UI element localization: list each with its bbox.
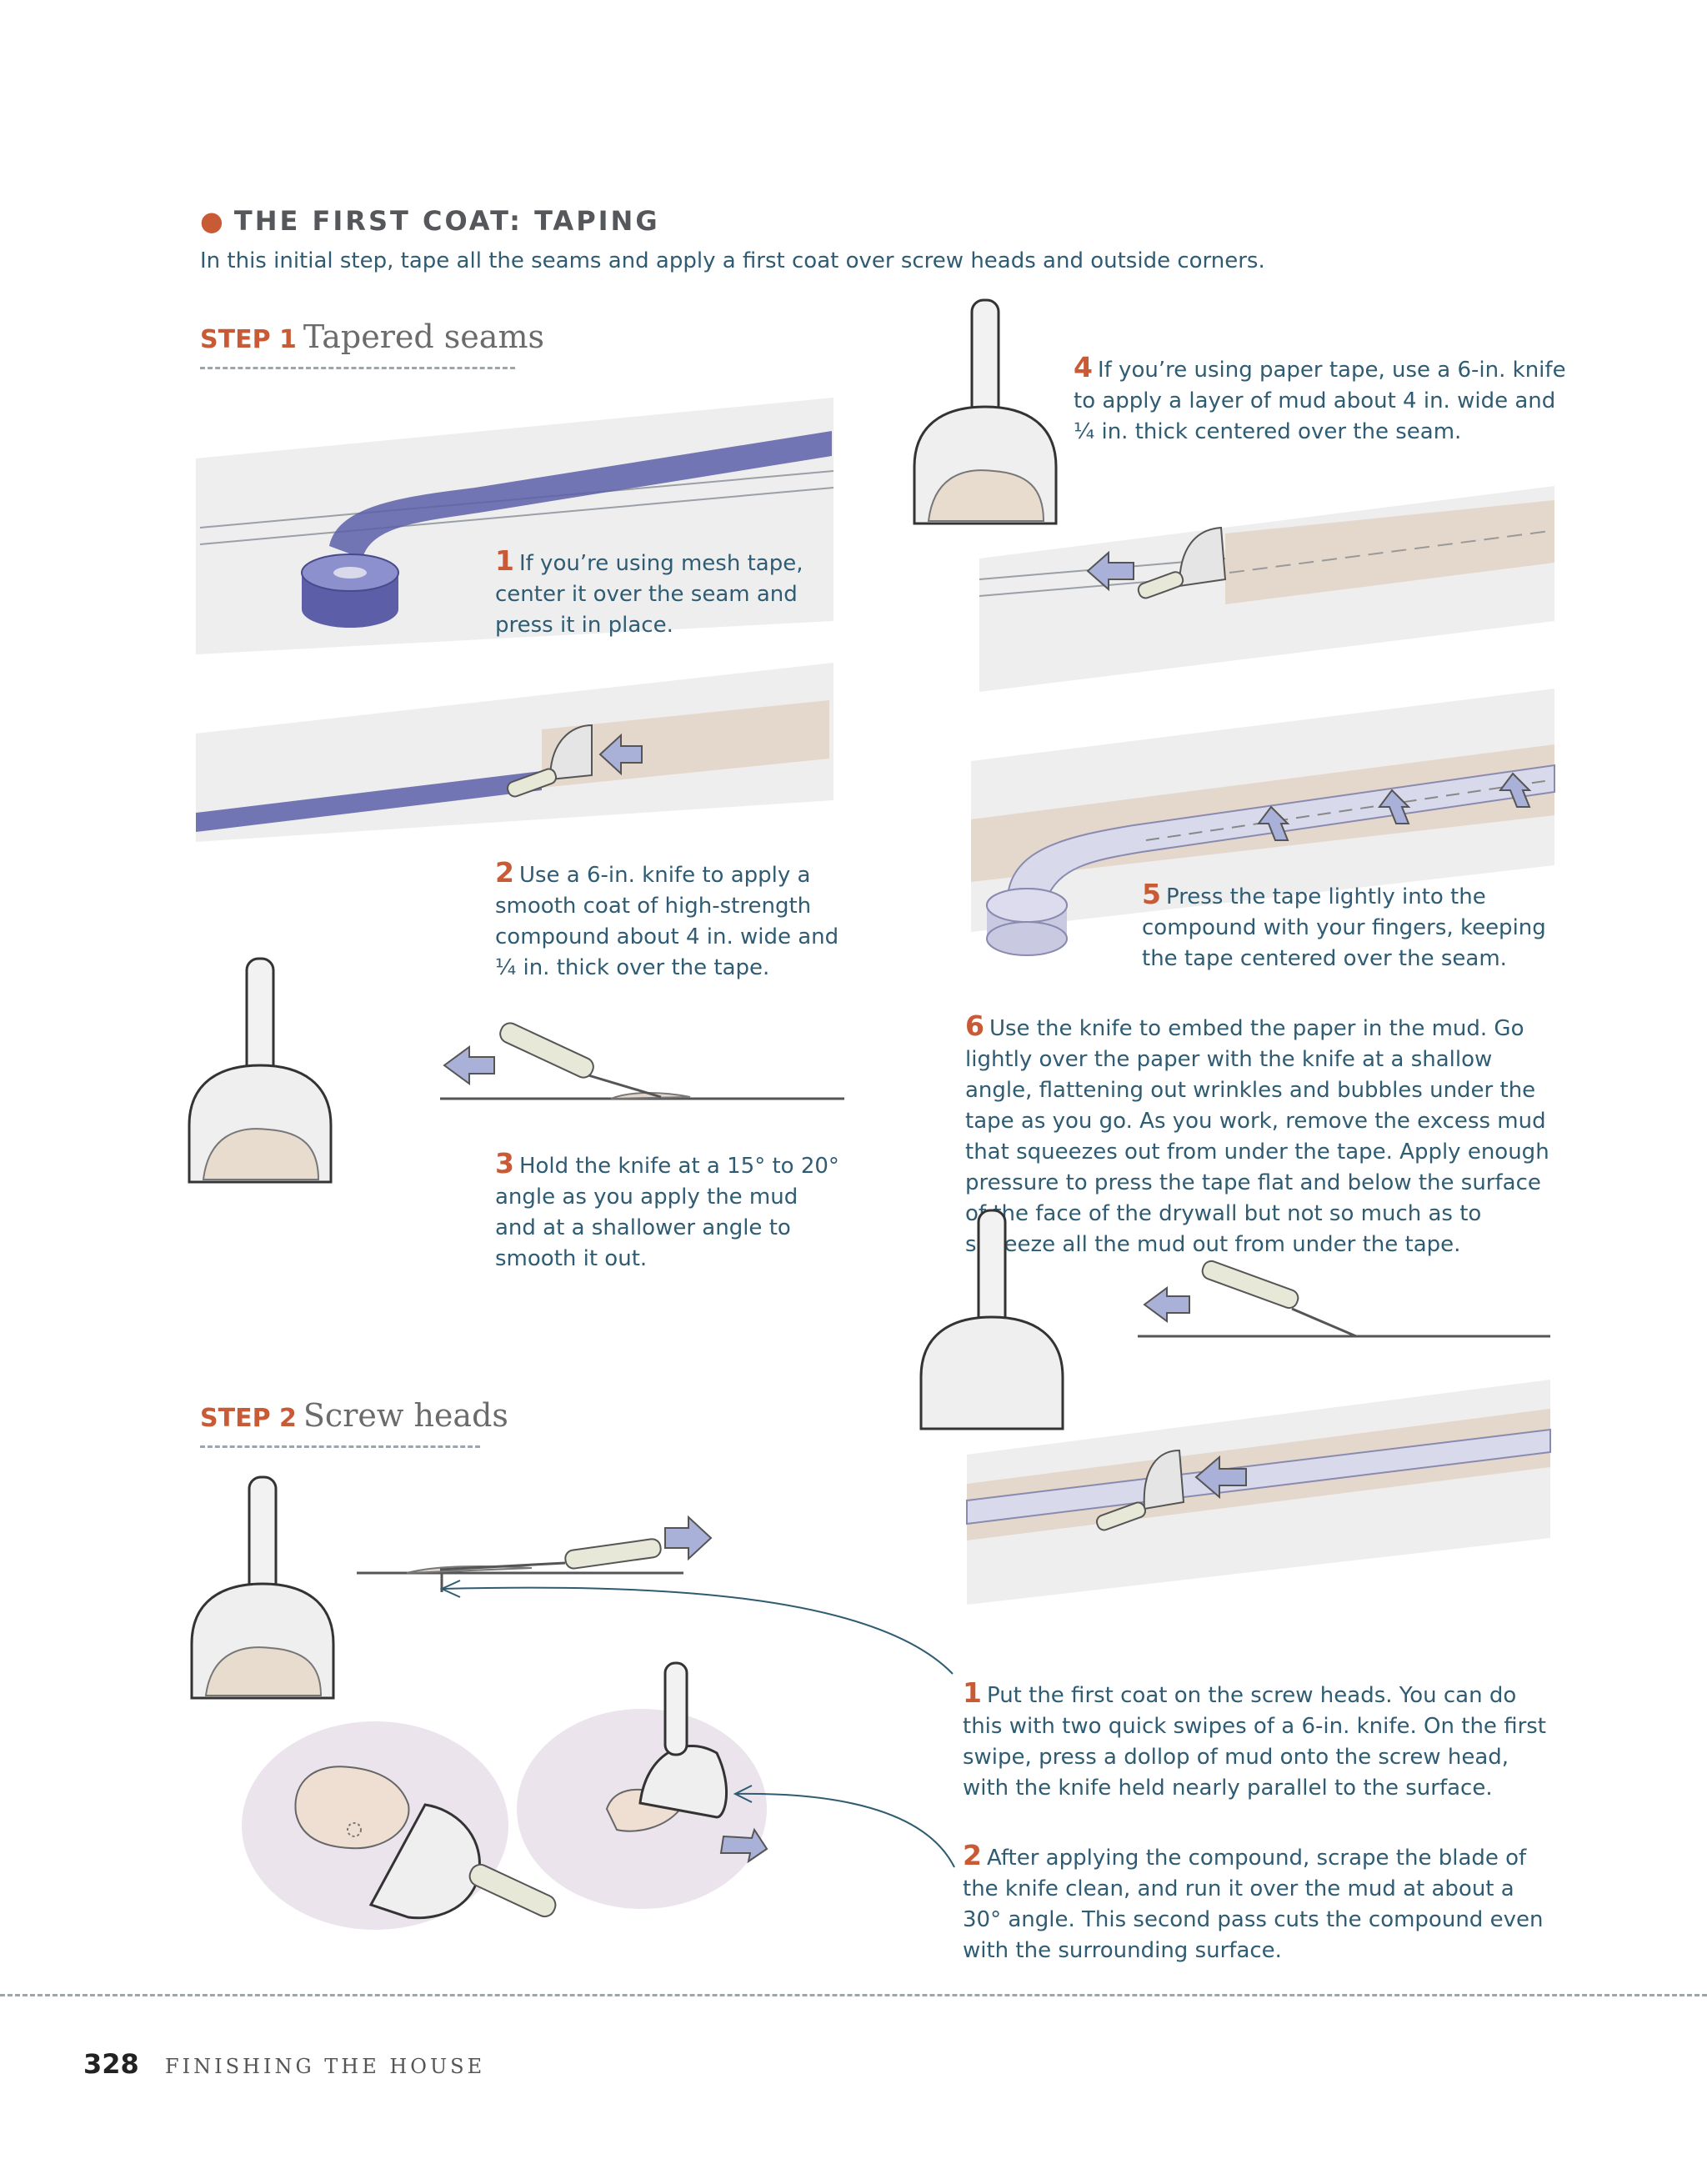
step1-title: Tapered seams <box>303 318 544 355</box>
running-title: FINISHING THE HOUSE <box>165 2055 486 2078</box>
page-number: 328 <box>83 2048 139 2080</box>
screw-knife-icon <box>190 1475 335 1700</box>
mesh-tape-illustration <box>196 398 834 654</box>
mud-over-mesh-illustration <box>196 663 833 842</box>
paper-tape-illustration <box>971 689 1555 956</box>
taping-knife-icon-right <box>913 298 1058 525</box>
mud-layer-illustration <box>979 486 1554 692</box>
screw-swipe-illustration <box>357 1515 713 1592</box>
step2-heading-underline <box>200 1445 480 1448</box>
knife-angle-illustration <box>440 1022 844 1100</box>
footer-divider <box>0 1994 1707 1996</box>
leader-line-1 <box>439 1580 954 1675</box>
embed-paper-illustration <box>966 1380 1551 1605</box>
taping-knife-icon <box>188 957 333 1184</box>
step2-title: Screw heads <box>303 1397 508 1434</box>
section-title-text: THE FIRST COAT: TAPING <box>233 205 660 237</box>
step1-label: STEP 1 <box>200 325 297 354</box>
bullet-dot-icon: ● <box>200 205 226 237</box>
step1-heading-underline <box>200 367 515 369</box>
step2-label: STEP 2 <box>200 1404 297 1433</box>
screw-head-top-views <box>242 1661 768 1930</box>
taping-knife-icon-blank <box>919 1209 1064 1430</box>
knife-shallow-angle-illustration <box>1138 1260 1550 1338</box>
section-title: ●THE FIRST COAT: TAPING <box>200 205 660 237</box>
section-intro: In this initial step, tape all the seams… <box>200 248 1265 273</box>
leader-line-2 <box>733 1785 955 1868</box>
